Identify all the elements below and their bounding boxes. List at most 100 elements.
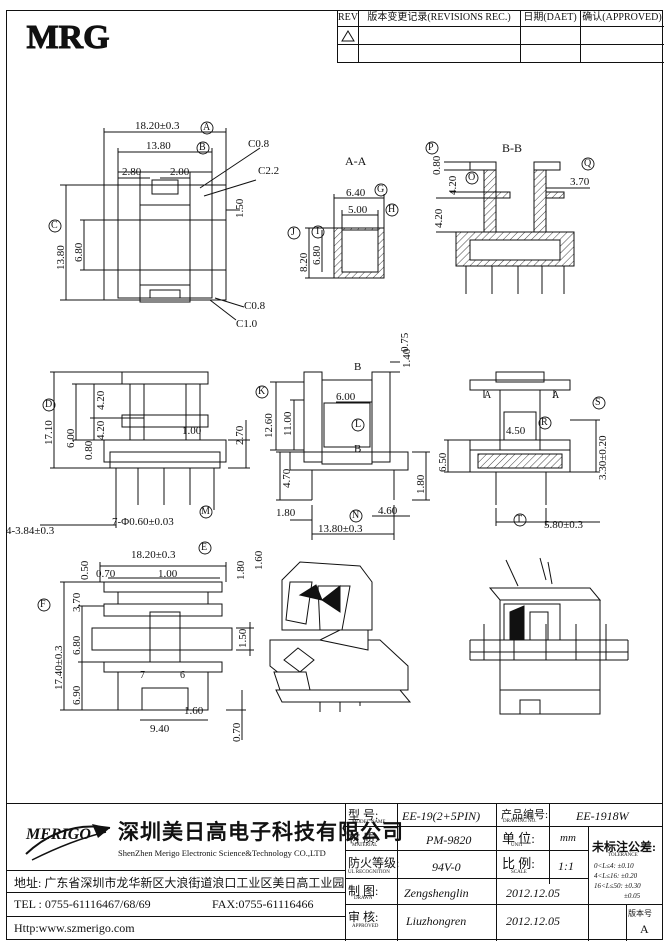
unit-label: 单 位:	[502, 831, 535, 846]
label-d: D	[45, 399, 53, 410]
scale-value: 1:1	[558, 859, 574, 873]
approved-header: 确认(APPROVED)	[580, 10, 664, 27]
drawn-date: 2012.12.05	[506, 886, 560, 900]
side-view	[270, 361, 430, 540]
dim-d38: 13.80±0.3	[318, 523, 363, 535]
pin-6-label: 6	[180, 670, 185, 681]
dim-d3: 2.80	[122, 166, 142, 178]
tolerance-title: 未标注公差:	[592, 840, 656, 854]
approval-label: 审 核:	[348, 910, 379, 924]
dim-d49: 3.70	[71, 592, 83, 612]
date-header: 日期(DAET)	[520, 10, 580, 27]
top-view	[60, 128, 261, 321]
label-h: H	[388, 204, 396, 215]
dim-d26: 2.70	[234, 425, 246, 445]
dim-d23: 4.20	[95, 420, 107, 440]
dim-d18: 3.70	[570, 176, 590, 188]
tolerance-3: 16<L≤50: ±0.30	[594, 882, 641, 890]
title-block: MERIGO 深圳美日高电子科技有限公司 ShenZhen Merigo Ele…	[6, 803, 663, 941]
label-j: J	[291, 227, 295, 238]
dim-d29: 0.75	[399, 332, 411, 352]
dim-d52: 6.90	[71, 685, 83, 705]
label-q: Q	[584, 158, 592, 169]
tolerance-2: 4<L≤16: ±0.20	[594, 872, 638, 880]
dim-d14: 8.20	[298, 252, 310, 272]
view-marker-b1: B	[354, 361, 361, 373]
revision-table: REV 版本变更记录(REVISIONS REC.) 日期(DAET) 确认(A…	[337, 10, 664, 63]
dim-d21: 4.20	[95, 390, 107, 410]
view-marker-a1: A	[484, 390, 492, 401]
dim-d1: 18.20±0.3	[135, 120, 180, 132]
end-view	[444, 371, 600, 526]
company-tel: TEL : 0755-61116467/68/69	[14, 897, 151, 911]
label-l: L	[355, 419, 362, 430]
company-fax: FAX:0755-61116466	[212, 897, 314, 911]
section-aa-title: A-A	[345, 154, 367, 168]
tolerance-title-en: TOLERANCE	[608, 853, 638, 858]
dim-d16: 0.80	[431, 155, 443, 175]
dim-d8: 13.80	[55, 245, 67, 270]
company-name-en: ShenZhen Merigo Electronic Science&Techn…	[118, 848, 326, 858]
revision-triangle-icon	[341, 30, 355, 42]
tolerance-1: 0<L≤4: ±0.10	[594, 862, 634, 870]
dim-d6: C2.2	[258, 165, 279, 177]
brand-name: MERIGO	[26, 826, 91, 843]
dim-d13: 5.00	[348, 204, 368, 216]
dim-d48: 1.60	[253, 550, 265, 570]
drawing-no-value: EE-1918W	[576, 809, 629, 823]
label-t: T	[516, 514, 523, 525]
drawn-value: Zengshenglin	[404, 886, 469, 900]
version-value: A	[640, 922, 649, 936]
dim-d36: 1.80	[276, 507, 296, 519]
label-g: G	[377, 184, 385, 195]
section-bb-title: B-B	[502, 141, 522, 155]
rev-header: REV	[338, 10, 358, 27]
approval-date: 2012.12.05	[506, 914, 560, 928]
label-r: R	[541, 417, 548, 428]
dim-d24: 0.80	[83, 440, 95, 460]
dim-d45: 0.70	[96, 568, 116, 580]
version-label: 版本号	[628, 909, 652, 918]
merigo-logo	[25, 824, 111, 861]
dim-d5: C0.8	[248, 138, 270, 150]
dim-d10: C0.8	[244, 300, 266, 312]
model-label: 型 号:	[348, 808, 379, 822]
label-m: M	[201, 506, 210, 517]
dim-d2: 13.80	[146, 140, 171, 152]
dim-d51: 17.40±0.3	[53, 645, 65, 690]
company-url[interactable]: Http:www.szmerigo.com	[14, 921, 135, 935]
isometric-view-1	[269, 561, 412, 712]
dim-d19: 4.20	[433, 208, 445, 228]
dim-d55: 1.60	[184, 705, 204, 717]
fire-label-en: UL RECOGNITION	[348, 870, 390, 875]
dim-d27: 4-3.84±0.3	[6, 525, 55, 537]
dim-d22: 6.00	[65, 428, 77, 448]
dim-d41: 6.50	[437, 452, 449, 472]
dim-d30: 1.40	[401, 348, 413, 368]
company-address: 地址: 广东省深圳市龙华新区大浪街道浪口工业区美日高工业园	[14, 876, 345, 890]
scale-label: 比 例:	[502, 856, 535, 871]
dim-d53: 1.50	[237, 628, 249, 648]
dim-d56: 0.70	[231, 722, 243, 742]
dim-d43: 18.20±0.3	[131, 549, 176, 561]
drawing-no-label: 产品编号:	[501, 809, 549, 821]
drawn-label-en: DRAWN	[354, 896, 373, 901]
dim-d39: 4.50	[506, 425, 526, 437]
mrg-logo: MRG	[12, 18, 124, 54]
dim-d15: 6.80	[311, 245, 323, 265]
unit-label-en: UNIT	[511, 843, 523, 848]
dim-d33: 11.00	[282, 411, 294, 436]
label-k: K	[258, 386, 266, 397]
label-a: A	[203, 122, 211, 133]
drawing-frame	[6, 10, 663, 940]
dim-d40: 3.30±0.20	[597, 435, 609, 480]
dim-d17: 4.20	[447, 175, 459, 195]
dim-d34: 4.70	[281, 468, 293, 488]
bottom-view	[60, 562, 254, 740]
pin-7-label: 7	[140, 670, 145, 681]
dim-d42: 5.80±0.3	[544, 519, 584, 531]
dim-d20: 17.10	[43, 420, 55, 445]
front-view	[40, 371, 250, 528]
label-o: O	[468, 172, 476, 183]
label-e: E	[201, 542, 208, 553]
